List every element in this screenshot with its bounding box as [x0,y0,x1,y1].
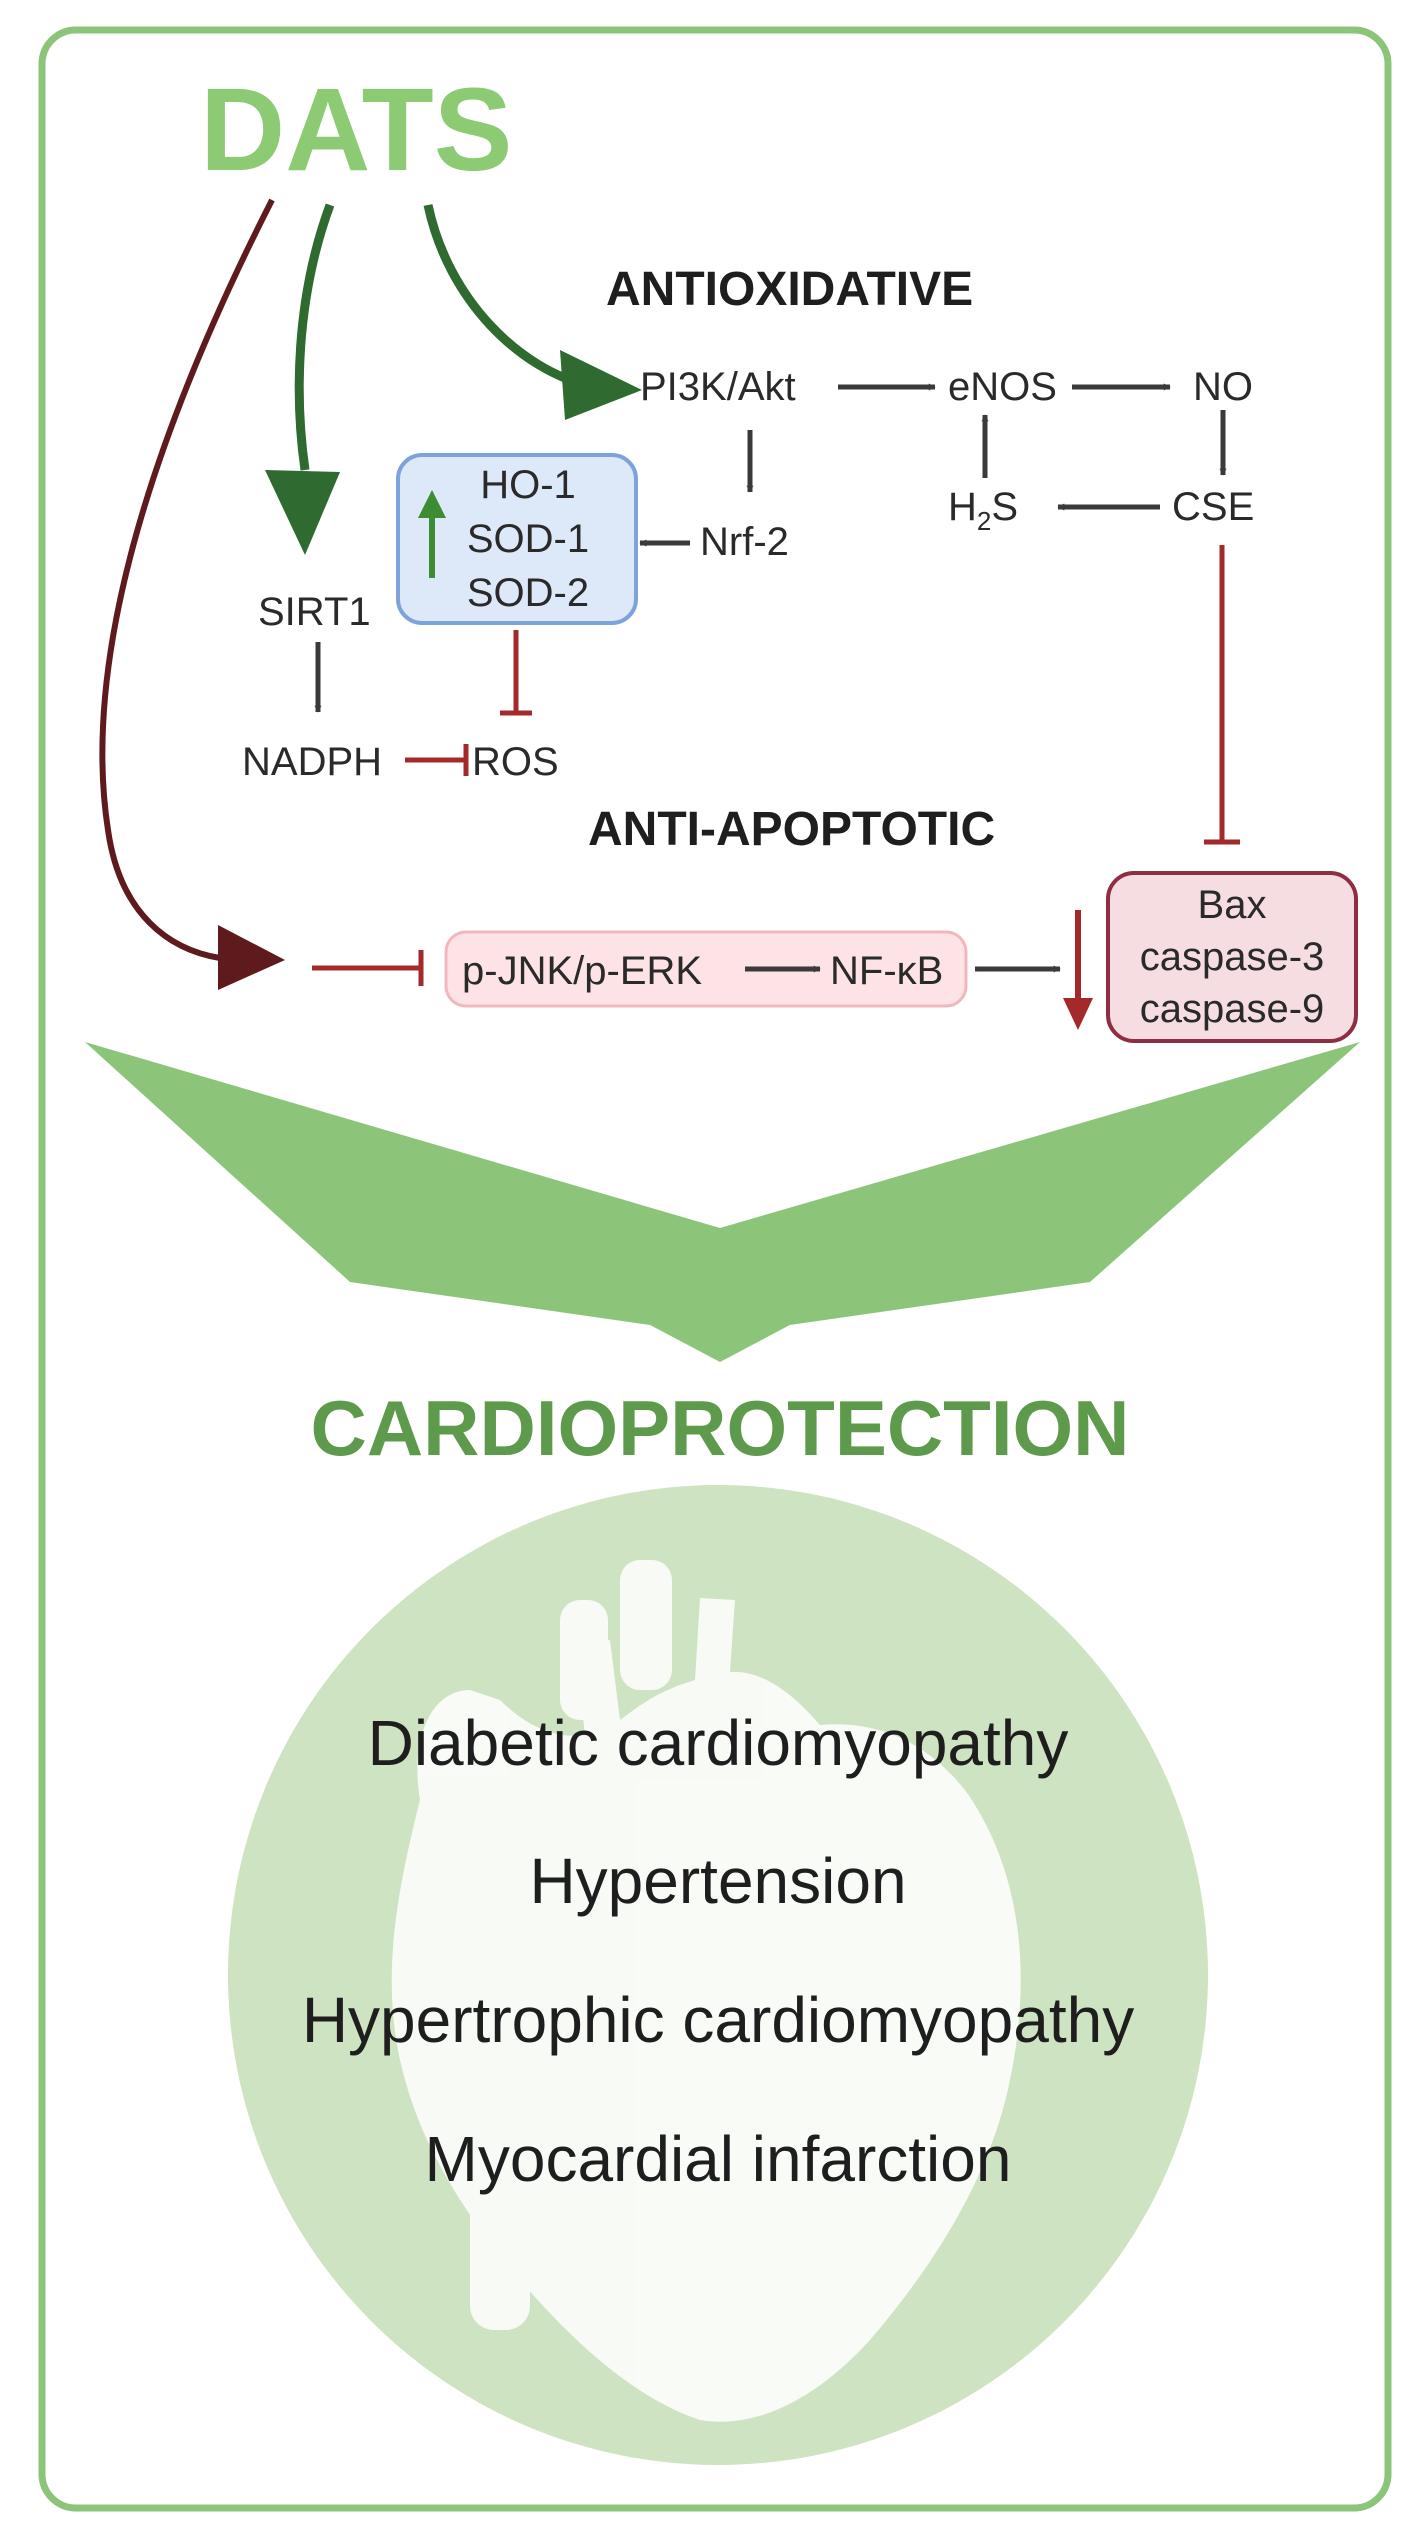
upregulation-arrow [418,490,446,578]
heart-silhouette-icon [391,1560,1021,2422]
node-nfkb: NF-κB [830,949,943,993]
node-ros: ROS [472,740,559,784]
apoptosis-box [1106,871,1358,1043]
chevron-inner [335,1158,1105,1362]
node-sod2: SOD-2 [467,571,589,615]
inhibit-cse-bax [1204,545,1240,845]
node-pjnk-perk: p-JNK/p-ERK [462,949,702,993]
antioxidant-enzymes-box [396,453,638,625]
chevron-outer [85,1042,1360,1335]
inhibit-nadph-ros [405,744,469,776]
node-caspase-3: caspase-3 [1140,935,1325,979]
node-caspase-9: caspase-9 [1140,987,1325,1031]
dats-to-antiapoptotic-arrowhead [218,925,285,990]
inhibit-antioxidants-ros [500,630,532,716]
node-h2s: H2S [948,485,1018,536]
downregulation-arrow [1063,910,1093,1030]
dats-to-sirt1-arrowhead [265,470,340,555]
condition-item: Hypertrophic cardiomyopathy [302,1984,1134,2056]
node-bax: Bax [1198,883,1267,927]
section-antioxidative: ANTIOXIDATIVE [606,263,973,316]
condition-item: Myocardial infarction [425,2123,1012,2195]
node-enos: eNOS [948,365,1057,409]
inhibit-to-jnk [312,950,424,986]
condition-item: Hypertension [529,1845,906,1917]
node-nrf2: Nrf-2 [700,520,789,564]
node-pi3k-akt: PI3K/Akt [640,365,796,409]
node-no: NO [1193,365,1253,409]
dats-to-sirt1-arrow [294,203,335,471]
node-sod1: SOD-1 [467,517,589,561]
node-cse: CSE [1172,485,1254,529]
dats-to-pi3k-arrowhead [560,350,642,420]
node-nadph: NADPH [242,740,382,784]
section-anti-apoptotic: ANTI-APOPTOTIC [588,803,995,856]
title-dats: DATS [200,64,512,196]
dats-to-antiapoptotic-arrow [99,198,275,961]
mapk-box [444,930,968,1008]
outcome-title: CARDIOPROTECTION [311,1384,1130,1472]
node-ho1: HO-1 [480,463,576,507]
condition-item: Diabetic cardiomyopathy [368,1707,1069,1779]
node-sirt1: SIRT1 [258,590,371,634]
